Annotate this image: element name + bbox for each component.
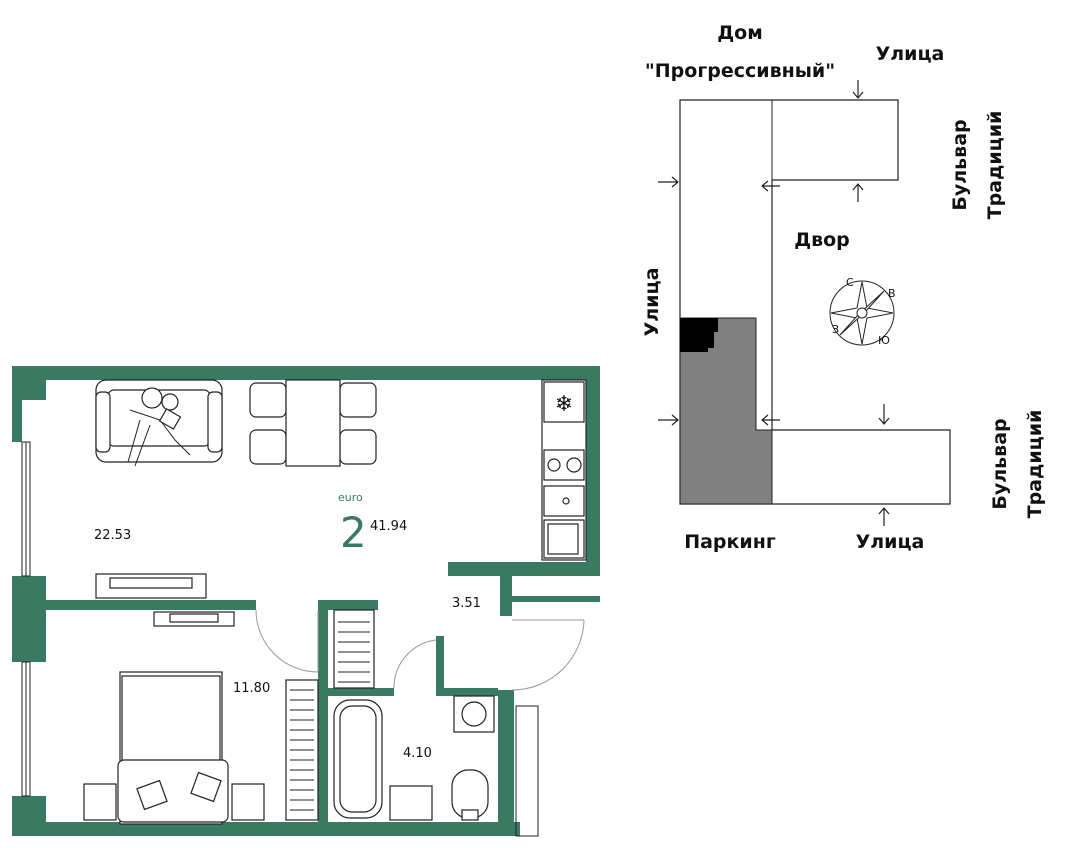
pillow bbox=[136, 779, 168, 811]
wall-left-corner bbox=[22, 380, 46, 400]
building-name-line2: "Прогрессивный" bbox=[645, 60, 835, 82]
apartment-floor-plan: ❄ bbox=[12, 366, 600, 837]
wall-living-bedroom bbox=[46, 600, 256, 610]
street-bottom-label: Улица bbox=[856, 531, 925, 553]
wall-bath-top bbox=[328, 600, 378, 610]
building-name-line1: Дом bbox=[717, 22, 763, 44]
total-area: 41.94 bbox=[370, 519, 407, 534]
wall-entry-stub bbox=[512, 596, 600, 602]
yard-label: Двор bbox=[794, 229, 850, 251]
kitchen-units: ❄ bbox=[541, 379, 587, 561]
compass-east: В bbox=[888, 287, 896, 300]
pillow bbox=[190, 771, 222, 803]
nightstand bbox=[83, 783, 117, 821]
washbasin bbox=[389, 785, 433, 821]
door-bath-swing bbox=[393, 639, 437, 689]
dining-table bbox=[249, 379, 377, 467]
person-icon bbox=[141, 387, 163, 409]
towel-radiator bbox=[333, 609, 375, 689]
fridge-icon bbox=[543, 381, 585, 423]
wall-bath-door-jamb bbox=[436, 636, 444, 696]
sofa bbox=[95, 379, 223, 467]
apartment-type-big: 2 bbox=[340, 508, 367, 557]
wardrobe bbox=[285, 679, 319, 821]
wall-left-upper bbox=[12, 366, 22, 442]
parking-label: Паркинг bbox=[684, 531, 776, 553]
wall-right-bath bbox=[498, 690, 514, 836]
site-plan: С В Ю З Дом "Прогрессивный" Улица Двор П… bbox=[641, 22, 1046, 553]
wall-left-middle bbox=[12, 576, 46, 662]
wall-bottom bbox=[12, 822, 520, 836]
boulevard-bottom-line1: Бульвар bbox=[989, 418, 1011, 509]
hallway-area: 3.51 bbox=[452, 596, 481, 611]
compass-south: Ю bbox=[878, 334, 890, 347]
svg-text:❄: ❄ bbox=[555, 392, 573, 417]
wall-bedroom-bath bbox=[318, 600, 328, 822]
bed bbox=[83, 671, 265, 825]
bathroom-area: 4.10 bbox=[403, 746, 432, 761]
compass-icon: С В Ю З bbox=[829, 276, 896, 347]
parking-area bbox=[679, 317, 773, 505]
compass-north: С bbox=[846, 276, 854, 289]
boulevard-bottom-line2: Традиций bbox=[1024, 410, 1046, 519]
living-kitchen-area: 22.53 bbox=[94, 528, 131, 543]
compass-west: З bbox=[832, 323, 839, 336]
wall-exterior-frame bbox=[515, 705, 539, 837]
boulevard-top-line1: Бульвар bbox=[949, 119, 971, 210]
wall-entry-pillar bbox=[500, 576, 512, 616]
street-left-label: Улица bbox=[641, 268, 663, 337]
wall-entry-top bbox=[448, 562, 600, 576]
wall-bath-mid bbox=[328, 688, 394, 696]
door-bedroom-swing bbox=[255, 609, 319, 673]
wall-bath-mid-right bbox=[444, 688, 498, 696]
bedroom-area: 11.80 bbox=[233, 681, 270, 696]
wall-right-kitchen bbox=[586, 366, 600, 576]
apartment-type-small: euro bbox=[338, 491, 363, 504]
street-top-label: Улица bbox=[876, 43, 945, 65]
wall-top bbox=[12, 366, 600, 380]
nightstand bbox=[231, 783, 265, 821]
apartment-location-marker bbox=[680, 318, 718, 352]
door-entry-swing bbox=[511, 619, 585, 691]
boulevard-top-line2: Традиций bbox=[984, 111, 1006, 220]
entry-arrows bbox=[658, 80, 890, 526]
